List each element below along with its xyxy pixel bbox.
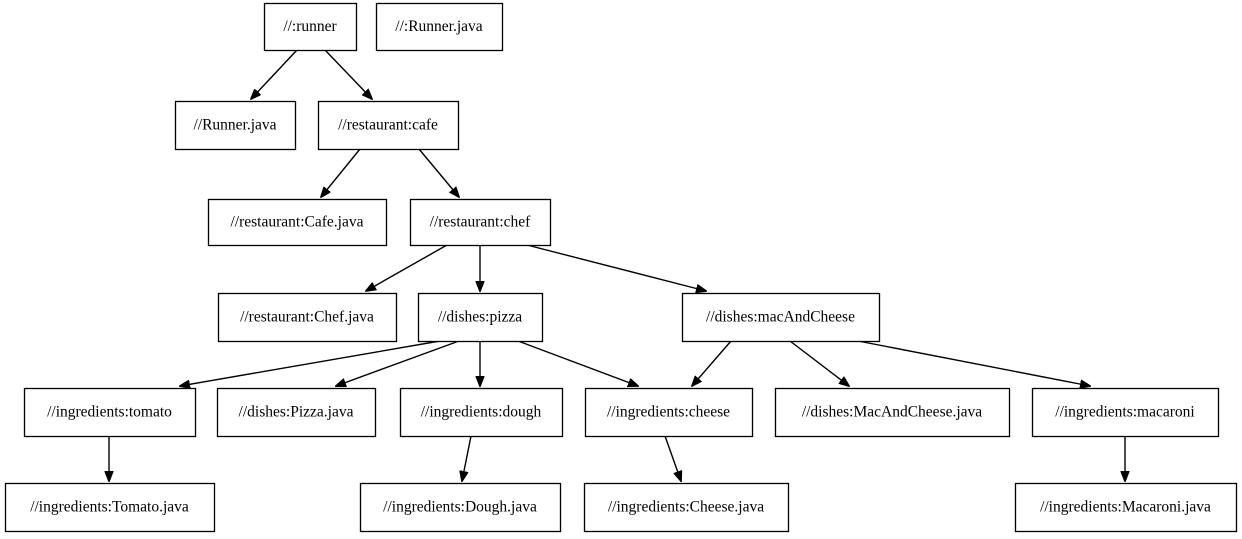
graph-node-label: //ingredients:Cheese.java: [608, 499, 764, 516]
graph-node-box[interactable]: [263, 2, 358, 52]
graph-edge: [857, 340, 1090, 386]
graph-node-box[interactable]: [174, 100, 297, 151]
graph-node-label: //:runner: [283, 18, 337, 35]
graph-edge: [366, 244, 448, 291]
graph-edge: [526, 244, 706, 291]
graph-node[interactable]: //ingredients:Dough.java: [359, 482, 562, 533]
graph-nodes: //:runner //:Runner.java //Runner.java //re…: [4, 2, 1238, 533]
graph-node[interactable]: //dishes:Pizza.java: [216, 387, 377, 438]
graph-node[interactable]: //dishes:pizza: [417, 292, 544, 343]
graph-node-box[interactable]: [375, 2, 504, 52]
graph-node-label: //Runner.java: [193, 117, 276, 134]
graph-node[interactable]: //ingredients:cheese: [584, 387, 754, 438]
graph-node-label: //ingredients:Tomato.java: [30, 499, 189, 516]
graph-node-label: //ingredients:tomato: [47, 404, 172, 421]
graph-node-label: //restaurant:Cafe.java: [231, 214, 364, 231]
graph-node-box[interactable]: [584, 387, 754, 438]
graph-node-box[interactable]: [359, 482, 562, 533]
graph-edge: [517, 340, 638, 386]
graph-node-label: //restaurant:Chef.java: [240, 309, 374, 326]
graph-node-label: //dishes:Pizza.java: [239, 404, 354, 421]
graph-node-label: //restaurant:cafe: [338, 117, 438, 134]
graph-node-label: //ingredients:dough: [421, 404, 542, 421]
graph-edge: [664, 435, 681, 481]
graph-node-label: //ingredients:macaroni: [1055, 404, 1195, 421]
graph-node[interactable]: //restaurant:cafe: [317, 100, 460, 151]
graph-node-box[interactable]: [4, 482, 216, 533]
graph-node[interactable]: //restaurant:Chef.java: [217, 292, 398, 343]
graph-node-box[interactable]: [23, 387, 197, 438]
graph-node[interactable]: //ingredients:Macaroni.java: [1014, 482, 1238, 533]
graph-edge: [462, 435, 472, 481]
graph-edge: [180, 340, 441, 386]
graph-node[interactable]: //Runner.java: [174, 100, 297, 151]
graph-node-box[interactable]: [774, 387, 1011, 438]
graph-edge: [418, 148, 459, 197]
graph-node-label: //ingredients:cheese: [607, 404, 730, 421]
graph-edge: [324, 49, 372, 99]
graph-edge: [789, 340, 849, 386]
graph-node-label: //restaurant:chef: [430, 214, 532, 231]
graph-node-box[interactable]: [1014, 482, 1238, 533]
graph-node[interactable]: //dishes:MacAndCheese.java: [774, 387, 1011, 438]
graph-node[interactable]: //dishes:macAndCheese: [681, 292, 881, 343]
graph-node[interactable]: //ingredients:macaroni: [1031, 387, 1220, 438]
graph-node[interactable]: //ingredients:Cheese.java: [583, 482, 790, 533]
graph-node-label: //dishes:MacAndCheese.java: [802, 404, 982, 421]
graph-node[interactable]: //ingredients:dough: [399, 387, 564, 438]
graph-node[interactable]: //:Runner.java: [375, 2, 504, 52]
graph-node-box[interactable]: [207, 198, 388, 247]
graph-node[interactable]: //ingredients:Tomato.java: [4, 482, 216, 533]
graph-node-label: //ingredients:Macaroni.java: [1040, 499, 1211, 516]
graph-node-label: //:Runner.java: [395, 18, 483, 35]
graph-node[interactable]: //:runner: [263, 2, 358, 52]
graph-node-box[interactable]: [1031, 387, 1220, 438]
graph-node-box[interactable]: [583, 482, 790, 533]
graph-node-label: //ingredients:Dough.java: [383, 499, 537, 516]
graph-node-box[interactable]: [317, 100, 460, 151]
graph-node[interactable]: //restaurant:chef: [409, 198, 552, 247]
graph-node-box[interactable]: [681, 292, 881, 343]
graph-node-box[interactable]: [417, 292, 544, 343]
graph-node-box[interactable]: [216, 387, 377, 438]
graph-node-label: //dishes:macAndCheese: [706, 309, 855, 326]
graph-edge: [336, 340, 460, 386]
graph-edge: [321, 148, 361, 197]
graph-node-box[interactable]: [217, 292, 398, 343]
graph-edges: [109, 49, 1125, 481]
graph-node-label: //dishes:pizza: [438, 309, 522, 326]
graph-node-box[interactable]: [399, 387, 564, 438]
graph-node-box[interactable]: [409, 198, 552, 247]
graph-node[interactable]: //ingredients:tomato: [23, 387, 197, 438]
graph-node[interactable]: //restaurant:Cafe.java: [207, 198, 388, 247]
graph-edge: [692, 340, 732, 386]
graph-edge: [251, 49, 298, 99]
